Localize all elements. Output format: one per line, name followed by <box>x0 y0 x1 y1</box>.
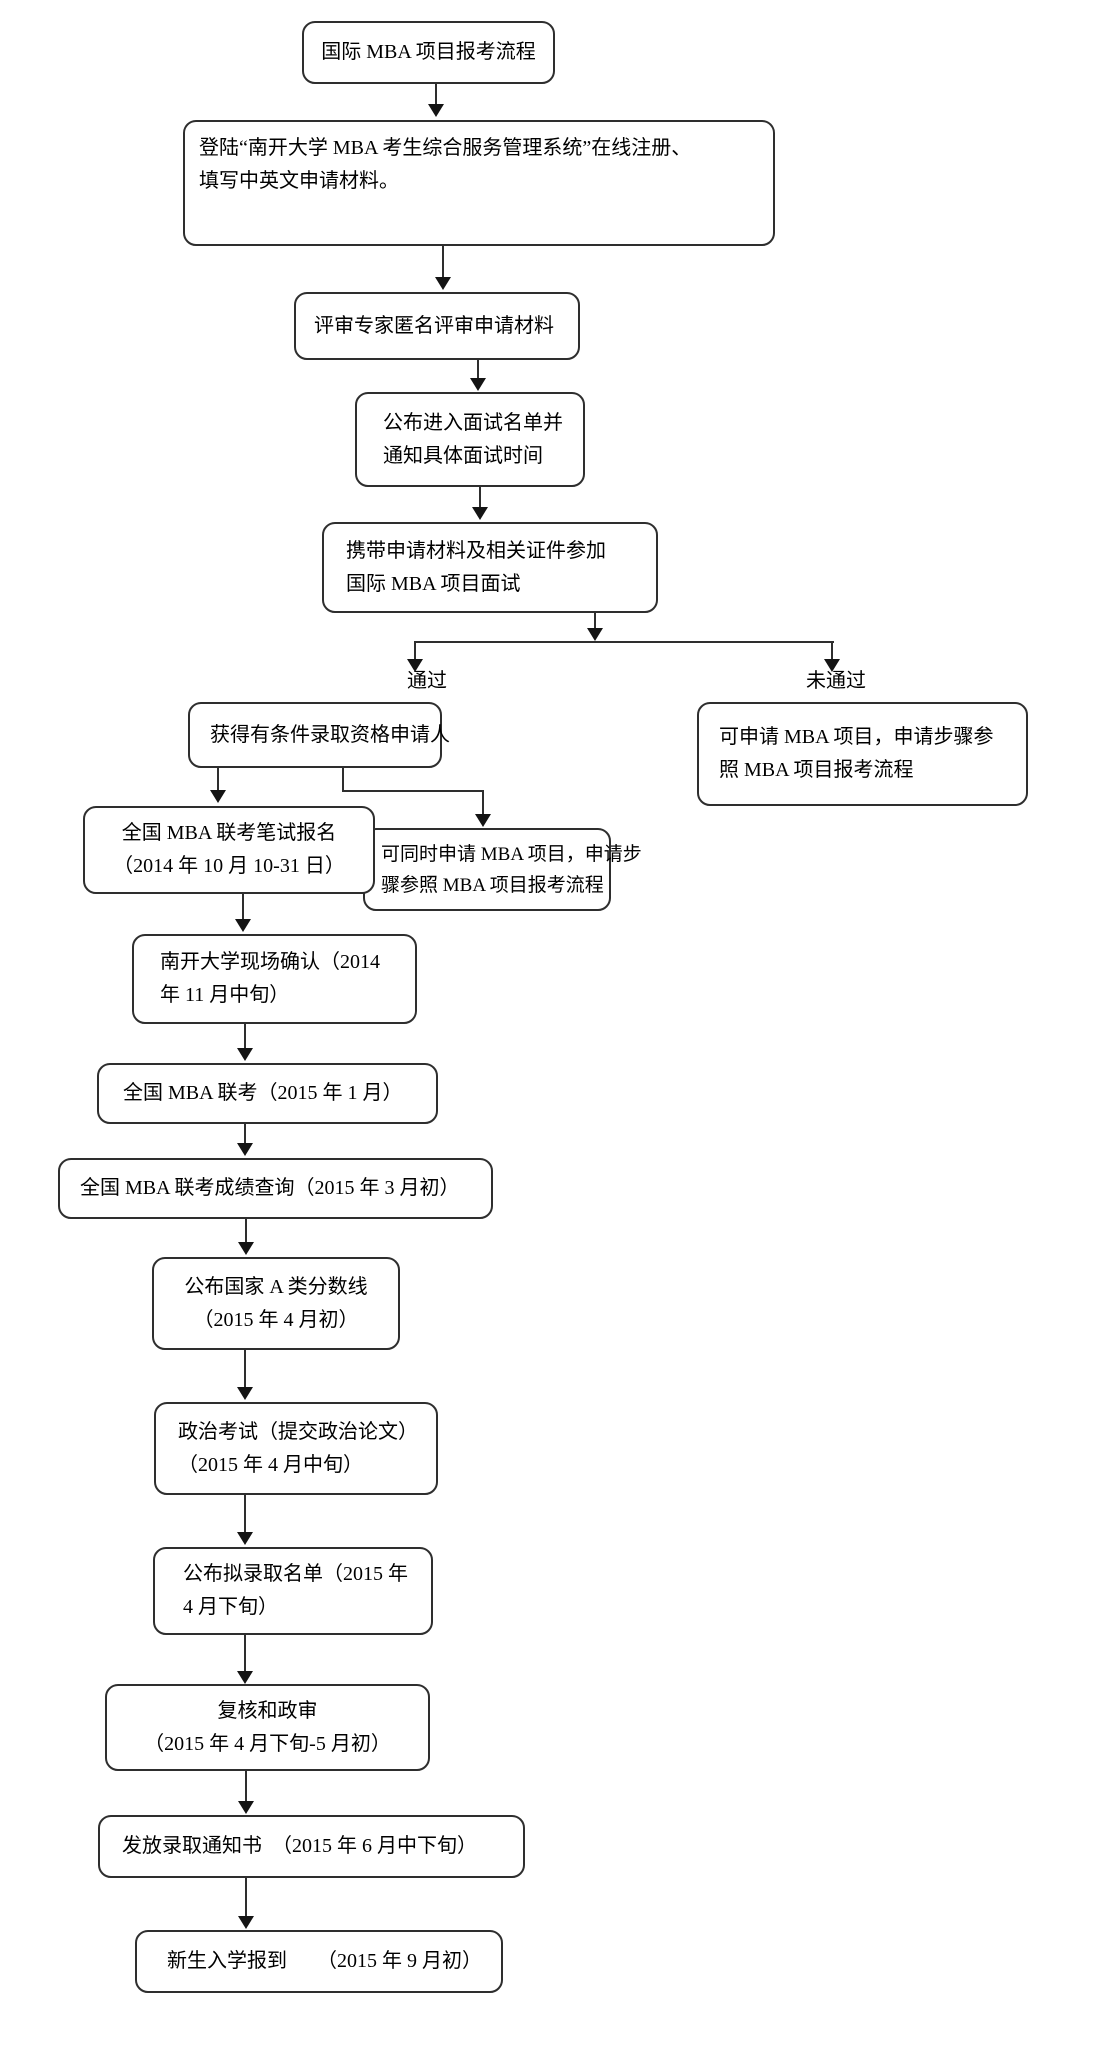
arrow-score-to-scoreline-head <box>238 1242 254 1255</box>
node-onsite-confirmation-line2: 年 11 月中旬） <box>160 984 290 1006</box>
node-online-registration-line1: 登陆“南开大学 MBA 考生综合服务管理系统”在线注册、 <box>199 137 692 159</box>
node-apply-mba-instead: 可申请 MBA 项目，申请步骤参 照 MBA 项目报考流程 <box>697 702 1028 806</box>
node-conditional-admission: 获得有条件录取资格申请人 <box>188 702 450 768</box>
arrow-confirmation-to-exam-line <box>244 1024 246 1050</box>
branch-fail-head <box>824 659 840 672</box>
node-national-exam-label: 全国 MBA 联考（2015 年 1 月） <box>123 1082 403 1104</box>
arrow-registration-to-review-line <box>442 246 444 277</box>
arrow-admissionlist-to-recheck-line <box>244 1635 246 1673</box>
node-national-exam: 全国 MBA 联考（2015 年 1 月） <box>97 1063 438 1124</box>
node-attend-interview-line2: 国际 MBA 项目面试 <box>346 572 521 595</box>
node-politics-exam-line1: 政治考试（提交政治论文） <box>178 1420 418 1443</box>
node-score-line-line1: 公布国家 A 类分数线 <box>184 1275 368 1298</box>
arrow-politics-to-admissionlist-line <box>244 1495 246 1535</box>
node-politics-exam-line2: （2015 年 4 月中旬） <box>178 1453 363 1476</box>
node-score-line: 公布国家 A 类分数线 （2015 年 4 月初） <box>152 1257 400 1350</box>
node-admission-list-line1: 公布拟录取名单（2015 年 <box>183 1563 408 1585</box>
node-recheck-line1: 复核和政审 <box>217 1699 318 1722</box>
node-onsite-confirmation: 南开大学现场确认（2014 年 11 月中旬） <box>132 934 417 1024</box>
node-apply-mba-simultaneously-line1: 可同时申请 MBA 项目，申请步 <box>381 843 642 865</box>
arrow-score-to-scoreline-line <box>245 1219 247 1244</box>
arrow-attend-to-branch-line <box>594 613 596 630</box>
connector-conditional-elbow-v1 <box>342 768 344 792</box>
arrow-exam-to-score-head <box>237 1143 253 1156</box>
node-score-inquiry: 全国 MBA 联考成绩查询（2015 年 3 月初） <box>58 1158 493 1219</box>
branch-fail-line <box>831 641 833 660</box>
node-recheck-line2: （2015 年 4 月下旬-5 月初） <box>144 1732 391 1755</box>
arrow-attend-to-branch-head <box>587 628 603 641</box>
node-onsite-confirmation-line1: 南开大学现场确认（2014 <box>160 951 380 973</box>
node-interview-list-line1: 公布进入面试名单并 <box>383 411 563 434</box>
arrow-start-to-registration-line <box>435 84 437 106</box>
branch-pass-line <box>414 641 416 660</box>
branch-pass-head <box>407 659 423 672</box>
arrow-admissionlist-to-recheck-head <box>237 1671 253 1684</box>
node-admission-notice: 发放录取通知书 （2015 年 6 月中下旬） <box>98 1815 525 1878</box>
arrow-signup-to-confirmation-line <box>242 894 244 921</box>
connector-conditional-elbow-head <box>475 814 491 827</box>
node-admission-notice-label: 发放录取通知书 （2015 年 6 月中下旬） <box>122 1835 477 1857</box>
node-online-registration: 登陆“南开大学 MBA 考生综合服务管理系统”在线注册、 填写中英文申请材料。 <box>183 120 775 246</box>
node-score-inquiry-label: 全国 MBA 联考成绩查询（2015 年 3 月初） <box>80 1177 460 1199</box>
arrow-signup-to-confirmation-head <box>235 919 251 932</box>
arrow-scoreline-to-politics-line <box>244 1350 246 1389</box>
node-recheck: 复核和政审 （2015 年 4 月下旬-5 月初） <box>105 1684 430 1771</box>
arrow-review-to-interview-list-line <box>477 360 479 379</box>
arrow-conditional-to-signup-line <box>217 768 219 792</box>
arrow-registration-to-review-head <box>435 277 451 290</box>
branch-horizontal-line <box>415 641 834 643</box>
arrow-conditional-to-signup-head <box>210 790 226 803</box>
node-online-registration-line2: 填写中英文申请材料。 <box>199 170 399 192</box>
node-attend-interview: 携带申请材料及相关证件参加 国际 MBA 项目面试 <box>322 522 658 613</box>
node-apply-mba-instead-line2: 照 MBA 项目报考流程 <box>719 759 914 781</box>
arrow-confirmation-to-exam-head <box>237 1048 253 1061</box>
node-politics-exam: 政治考试（提交政治论文） （2015 年 4 月中旬） <box>154 1402 438 1495</box>
node-written-signup-line2: （2014 年 10 月 10-31 日） <box>113 855 345 877</box>
node-start: 国际 MBA 项目报考流程 <box>302 21 555 84</box>
arrow-review-to-interview-list-head <box>470 378 486 391</box>
node-apply-mba-simultaneously-line2: 骤参照 MBA 项目报考流程 <box>381 874 604 896</box>
arrow-notice-to-enrollment-head <box>238 1916 254 1929</box>
arrow-exam-to-score-line <box>244 1124 246 1145</box>
node-apply-mba-simultaneously: 可同时申请 MBA 项目，申请步 骤参照 MBA 项目报考流程 <box>363 828 642 911</box>
node-enrollment-label: 新生入学报到 （2015 年 9 月初） <box>167 1950 482 1972</box>
node-attend-interview-line1: 携带申请材料及相关证件参加 <box>346 539 606 562</box>
node-conditional-admission-label: 获得有条件录取资格申请人 <box>210 723 450 746</box>
arrow-interview-list-to-attend-head <box>472 507 488 520</box>
node-enrollment: 新生入学报到 （2015 年 9 月初） <box>135 1930 503 1993</box>
node-expert-review-label: 评审专家匿名评审申请材料 <box>314 314 554 337</box>
arrow-recheck-to-notice-line <box>245 1771 247 1803</box>
arrow-scoreline-to-politics-head <box>237 1387 253 1400</box>
node-interview-list: 公布进入面试名单并 通知具体面试时间 <box>355 392 585 487</box>
connector-conditional-elbow-h <box>342 790 484 792</box>
node-national-written-exam-signup: 全国 MBA 联考笔试报名 （2014 年 10 月 10-31 日） <box>83 806 375 894</box>
arrow-notice-to-enrollment-line <box>245 1878 247 1918</box>
arrow-recheck-to-notice-head <box>238 1801 254 1814</box>
arrow-politics-to-admissionlist-head <box>237 1532 253 1545</box>
node-written-signup-line1: 全国 MBA 联考笔试报名 <box>121 822 337 844</box>
arrow-start-to-registration-head <box>428 104 444 117</box>
connector-conditional-elbow-v2 <box>482 790 484 816</box>
arrow-interview-list-to-attend-line <box>479 487 481 508</box>
node-interview-list-line2: 通知具体面试时间 <box>383 444 543 467</box>
node-admission-list-line2: 4 月下旬） <box>183 1596 278 1618</box>
node-score-line-line2: （2015 年 4 月初） <box>193 1308 359 1331</box>
node-admission-list: 公布拟录取名单（2015 年 4 月下旬） <box>153 1547 433 1635</box>
branch-label-pass: 通过 <box>407 670 447 692</box>
branch-label-fail: 未通过 <box>806 670 866 692</box>
node-expert-review: 评审专家匿名评审申请材料 <box>294 292 580 360</box>
node-apply-mba-instead-line1: 可申请 MBA 项目，申请步骤参 <box>719 726 994 748</box>
node-start-label: 国际 MBA 项目报考流程 <box>321 41 536 63</box>
